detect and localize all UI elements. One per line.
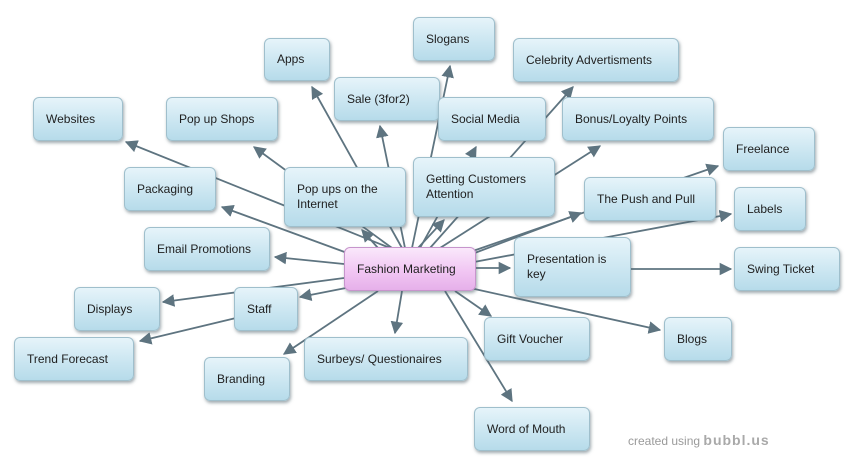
node-label: Swing Ticket [747, 261, 815, 276]
node-label: Freelance [736, 141, 790, 156]
node-label: Pop up Shops [179, 111, 255, 126]
node-trend-forecast[interactable]: Trend Forecast [14, 337, 134, 381]
connector-fashion-marketing-to-email-promotions [273, 251, 345, 265]
connector-fashion-marketing-to-surveys-questionaires [390, 290, 404, 335]
connector-fashion-marketing-to-websites [124, 140, 391, 249]
connector-fashion-marketing-to-word-of-mouth [444, 290, 513, 403]
connector-fashion-marketing-to-packaging [220, 204, 351, 255]
connector-fashion-marketing-to-pop-ups-on-the-internet [361, 229, 379, 249]
node-label: Packaging [137, 181, 194, 196]
node-label: Email Promotions [157, 241, 252, 256]
credit-text: created using [628, 434, 701, 448]
node-word-of-mouth[interactable]: Word of Mouth [474, 407, 590, 451]
node-label: Celebrity Advertisments [526, 52, 653, 67]
node-label: Displays [87, 301, 133, 316]
connector-fashion-marketing-to-gift-voucher [454, 290, 493, 317]
connector-staff-to-trend-forecast [138, 317, 237, 345]
node-sale-3for2[interactable]: Sale (3for2) [334, 77, 440, 121]
node-email-promotions[interactable]: Email Promotions [144, 227, 270, 271]
node-freelance[interactable]: Freelance [723, 127, 815, 171]
connector-fashion-marketing-to-branding [282, 290, 379, 355]
node-branding[interactable]: Branding [204, 357, 290, 401]
node-the-push-and-pull[interactable]: The Push and Pull [584, 177, 716, 221]
node-social-media[interactable]: Social Media [438, 97, 546, 141]
node-apps[interactable]: Apps [264, 38, 330, 81]
credit-line: created using bubbl.us [628, 432, 770, 448]
node-label: The Push and Pull [597, 191, 696, 206]
node-pop-ups-on-the-internet[interactable]: Pop ups on the Internet [284, 167, 406, 227]
node-label: Blogs [677, 331, 708, 346]
node-swing-ticket[interactable]: Swing Ticket [734, 247, 840, 291]
connector-fashion-marketing-to-blogs [469, 287, 662, 334]
node-fashion-marketing[interactable]: Fashion Marketing [344, 247, 476, 291]
node-label: Bonus/Loyalty Points [575, 111, 688, 126]
node-staff[interactable]: Staff [234, 287, 298, 331]
node-label: Fashion Marketing [357, 261, 456, 276]
node-label: Labels [747, 201, 783, 216]
node-label: Staff [247, 301, 272, 316]
node-pop-up-shops[interactable]: Pop up Shops [166, 97, 278, 141]
node-getting-customers-attention[interactable]: Getting Customers Attention [413, 157, 555, 217]
node-surveys-questionaires[interactable]: Surbeys/ Questionaires [304, 337, 468, 381]
node-celebrity-advertisments[interactable]: Celebrity Advertisments [513, 38, 679, 82]
node-label: Word of Mouth [487, 421, 566, 436]
node-label: Getting Customers Attention [426, 172, 527, 201]
node-presentation-is-key[interactable]: Presentation is key [514, 237, 631, 297]
node-blogs[interactable]: Blogs [664, 317, 732, 361]
node-label: Surbeys/ Questionaires [317, 351, 442, 366]
node-label: Sale (3for2) [347, 91, 410, 106]
node-label: Social Media [451, 111, 520, 126]
connector-fashion-marketing-to-the-push-and-pull [471, 211, 583, 255]
node-gift-voucher[interactable]: Gift Voucher [484, 317, 590, 361]
node-label: Apps [277, 52, 305, 66]
node-displays[interactable]: Displays [74, 287, 160, 331]
node-bonus-loyalty-points[interactable]: Bonus/Loyalty Points [562, 97, 714, 141]
node-label: Presentation is key [527, 252, 607, 281]
node-slogans[interactable]: Slogans [413, 17, 495, 61]
node-label: Pop ups on the Internet [297, 182, 378, 211]
connector-fashion-marketing-to-getting-customers-attention [417, 219, 445, 249]
node-label: Slogans [426, 31, 470, 46]
node-label: Websites [46, 111, 96, 126]
node-label: Branding [217, 371, 266, 386]
node-label: Trend Forecast [27, 351, 108, 366]
brand-logo: bubbl.us [703, 432, 770, 448]
node-websites[interactable]: Websites [33, 97, 123, 141]
node-packaging[interactable]: Packaging [124, 167, 216, 211]
node-label: Gift Voucher [497, 331, 564, 346]
node-labels[interactable]: Labels [734, 187, 806, 231]
